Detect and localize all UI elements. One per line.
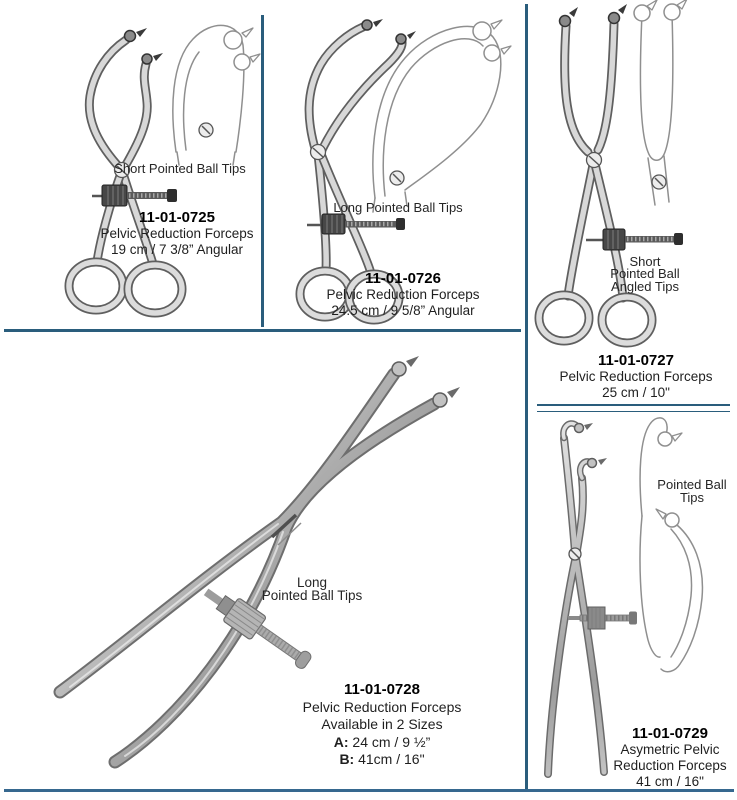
product-code: 11-01-0727 bbox=[598, 352, 674, 369]
main-forceps-photo bbox=[53, 356, 460, 769]
forceps-photo-0729 bbox=[544, 417, 704, 778]
tip-style-label: Short Pointed Ball Tips bbox=[114, 161, 246, 176]
main-forceps-photo bbox=[544, 420, 637, 778]
tip-style-label: Long Pointed Ball Tips bbox=[333, 200, 463, 215]
main-forceps-drawing bbox=[534, 4, 683, 348]
product-size: 19 cm / 7 3/8” Angular bbox=[110, 241, 244, 257]
product-info: 11-01-0727 Pelvic Reduction Forceps 25 c… bbox=[536, 352, 736, 400]
tip-detail-drawing bbox=[639, 417, 704, 673]
tip-detail-drawing bbox=[172, 24, 261, 166]
divider-horizontal-left bbox=[4, 329, 521, 332]
size-option-label: B: bbox=[339, 750, 355, 767]
product-name: Pelvic Reduction Forceps bbox=[302, 699, 462, 715]
product-section-0727: Short Pointed Ball Angled Tips 11-01-072… bbox=[530, 0, 737, 406]
product-info: 11-01-0729 Asymetric Pelvic Reduction Fo… bbox=[570, 725, 737, 789]
product-section-0728: Long Pointed Ball Tips 11-01-0728 Pelvic… bbox=[0, 332, 525, 792]
product-name: Pelvic Reduction Forceps bbox=[559, 369, 713, 384]
tip-detail-drawing bbox=[633, 0, 688, 206]
product-size: 25 cm / 10" bbox=[602, 384, 670, 400]
tip-detail-drawing bbox=[372, 19, 512, 213]
product-info: 11-01-0726 Pelvic Reduction Forceps 24.5… bbox=[303, 270, 503, 318]
divider-vertical-main bbox=[525, 4, 528, 790]
tip-style-label: Short Pointed Ball Angled Tips bbox=[610, 254, 680, 294]
forceps-drawing-0727 bbox=[534, 0, 688, 348]
product-name-line: Reduction Forceps bbox=[613, 757, 727, 773]
product-section-0729: Pointed Ball Tips 11-01-0729 Asymetric P… bbox=[530, 408, 737, 792]
product-availability: Available in 2 Sizes bbox=[321, 716, 443, 733]
main-forceps-drawing bbox=[295, 19, 416, 325]
product-name: Pelvic Reduction Forceps bbox=[100, 226, 254, 241]
product-size: 41 cm / 16" bbox=[636, 773, 704, 789]
product-section-0726: Long Pointed Ball Tips 11-01-0726 Pelvic… bbox=[263, 0, 525, 330]
size-option-b: B: 41cm / 16" bbox=[282, 751, 482, 768]
product-code: 11-01-0726 bbox=[365, 270, 441, 287]
size-option-value: 24 cm / 9 ½” bbox=[352, 733, 431, 750]
main-forceps-drawing bbox=[64, 28, 187, 318]
product-info: 11-01-0725 Pelvic Reduction Forceps 19 c… bbox=[77, 209, 277, 257]
size-option-label: A: bbox=[333, 733, 349, 750]
forceps-drawing-0725 bbox=[64, 24, 261, 318]
divider-vertical-top bbox=[261, 15, 264, 327]
tip-style-label: Pointed Ball Tips bbox=[657, 477, 727, 505]
bottom-rule bbox=[4, 789, 734, 792]
product-code: 11-01-0729 bbox=[632, 725, 708, 742]
forceps-drawing-0726 bbox=[295, 19, 512, 325]
product-code: 11-01-0728 bbox=[344, 681, 420, 698]
product-section-0725: Short Pointed Ball Tips 11-01-0725 Pelvi… bbox=[0, 0, 262, 330]
size-option-a: A: 24 cm / 9 ½” bbox=[282, 734, 482, 751]
product-code: 11-01-0725 bbox=[139, 209, 215, 226]
size-option-value: 41cm / 16" bbox=[358, 750, 425, 767]
divider-horizontal-right bbox=[537, 404, 730, 412]
tip-style-label: Long Pointed Ball Tips bbox=[261, 575, 363, 603]
speed-lock-assembly bbox=[203, 588, 312, 669]
forceps-photo-0728 bbox=[53, 356, 460, 769]
product-name: Pelvic Reduction Forceps bbox=[326, 287, 480, 302]
product-name-line: Asymetric Pelvic bbox=[620, 742, 720, 757]
product-size: 24.5 cm / 9 5/8” Angular bbox=[331, 302, 475, 318]
product-info: 11-01-0728 Pelvic Reduction Forceps Avai… bbox=[282, 681, 482, 768]
